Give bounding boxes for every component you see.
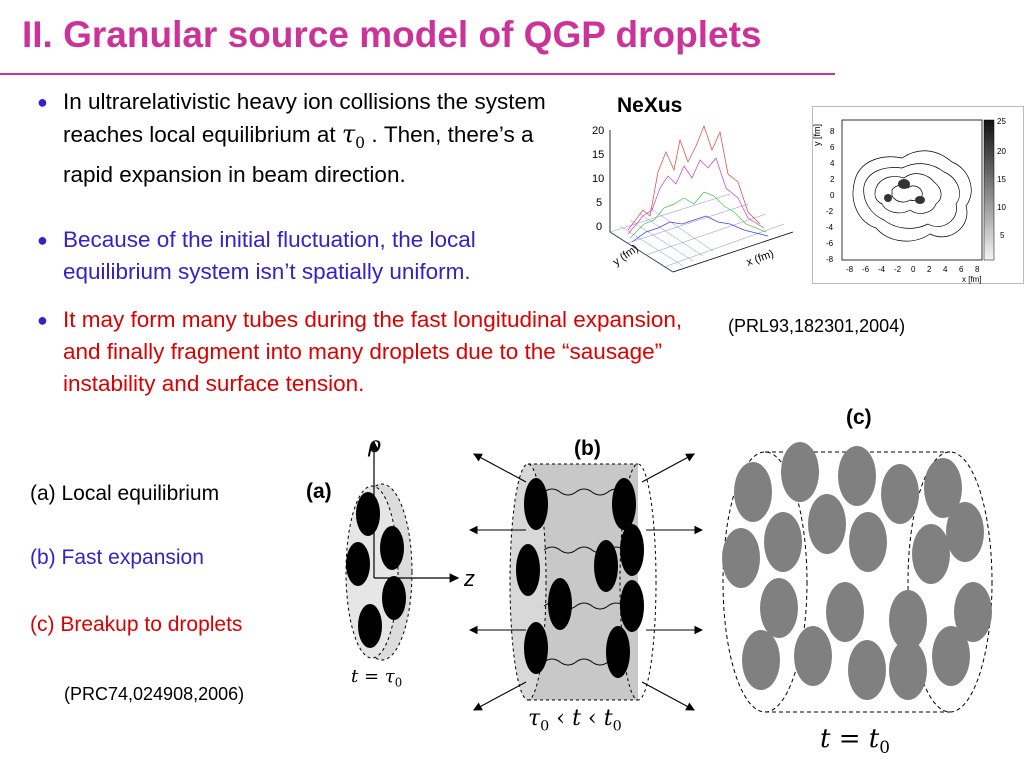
svg-text:8: 8 bbox=[975, 265, 980, 274]
bullet-1-text-before: In ultrarelativistic heavy ion collision… bbox=[63, 89, 546, 147]
bullet-1: ● In ultrarelativistic heavy ion collisi… bbox=[37, 86, 563, 191]
svg-text:-8: -8 bbox=[846, 265, 854, 274]
panel-c-droplets bbox=[722, 442, 992, 700]
z-label: z bbox=[463, 566, 475, 591]
bullet-3: ● It may form many tubes during the fast… bbox=[37, 304, 703, 400]
bullet-dot-icon: ● bbox=[37, 310, 48, 330]
nexus-surface-plot: 20 15 10 5 0 y (fm) x (fm) bbox=[592, 124, 794, 273]
svg-text:6: 6 bbox=[959, 265, 964, 274]
svg-text:5: 5 bbox=[1000, 231, 1005, 240]
panel-c-cylinder bbox=[722, 442, 993, 713]
svg-text:25: 25 bbox=[997, 117, 1006, 126]
droplet-diagram: ρ z bbox=[345, 433, 993, 713]
svg-text:20: 20 bbox=[997, 147, 1006, 156]
svg-text:-2: -2 bbox=[826, 207, 834, 216]
svg-text:-6: -6 bbox=[826, 239, 834, 248]
svg-text:6: 6 bbox=[830, 143, 835, 152]
svg-text:4: 4 bbox=[943, 265, 948, 274]
contour-y-label: y [fm] bbox=[812, 124, 822, 146]
tag-c: (c) bbox=[846, 406, 872, 429]
panel-a-droplets bbox=[346, 492, 406, 648]
svg-text:-6: -6 bbox=[862, 265, 870, 274]
panel-b-tube bbox=[468, 453, 704, 711]
title-underline bbox=[0, 73, 835, 75]
bullet-1-text-after: . Then, there’s a rapid expansion in bea… bbox=[63, 122, 534, 187]
svg-text:10: 10 bbox=[592, 173, 604, 185]
cond-c: t = t0 bbox=[820, 724, 890, 758]
contour-y-ticks: 8 6 4 2 0 -2 -4 -6 -8 bbox=[826, 127, 835, 264]
svg-text:0: 0 bbox=[911, 265, 916, 274]
bullet-2: ● Because of the initial fluctuation, th… bbox=[37, 224, 563, 288]
legend-c: (c) Breakup to droplets bbox=[30, 613, 243, 636]
panel-b-droplets bbox=[516, 478, 644, 678]
rho-label: ρ bbox=[367, 433, 381, 458]
bullet-dot-icon: ● bbox=[37, 230, 48, 250]
bullet-2-text: Because of the initial fluctuation, the … bbox=[63, 227, 476, 284]
cond-a: t = τ0 bbox=[351, 666, 403, 690]
svg-text:-4: -4 bbox=[878, 265, 886, 274]
svg-text:15: 15 bbox=[997, 175, 1006, 184]
svg-text:0: 0 bbox=[596, 221, 602, 233]
bullet-1-math: τ0 bbox=[341, 120, 366, 152]
surface-y-label: y (fm) bbox=[611, 243, 641, 269]
tag-b: (b) bbox=[574, 437, 601, 460]
panel-b-arrows bbox=[468, 453, 704, 711]
contour-x-label: x [fm] bbox=[962, 275, 982, 284]
svg-text:0: 0 bbox=[830, 191, 835, 200]
svg-text:8: 8 bbox=[830, 127, 835, 136]
nexus-contour-plot: y [fm] 8 6 4 2 0 -2 -4 -6 -8 -8 -6 -4 -2… bbox=[812, 106, 1024, 284]
panel-a-disk bbox=[345, 440, 460, 661]
citation-prc: (PRC74,024908,2006) bbox=[64, 684, 245, 704]
citation-prl: (PRL93,182301,2004) bbox=[728, 316, 906, 336]
svg-text:10: 10 bbox=[997, 203, 1006, 212]
surface-z-ticks: 20 15 10 5 0 bbox=[592, 125, 604, 233]
svg-text:5: 5 bbox=[596, 197, 602, 209]
colorbar-ticks: 25 20 15 10 5 bbox=[997, 117, 1006, 240]
tag-a: (a) bbox=[306, 480, 332, 503]
svg-text:20: 20 bbox=[592, 125, 604, 137]
surface-x-label: x (fm) bbox=[745, 248, 776, 269]
svg-text:-4: -4 bbox=[826, 223, 834, 232]
svg-text:15: 15 bbox=[592, 149, 604, 161]
svg-text:4: 4 bbox=[830, 159, 835, 168]
bullet-3-text: It may form many tubes during the fast l… bbox=[63, 307, 683, 396]
slide-title: II. Granular source model of QGP droplet… bbox=[22, 14, 762, 55]
svg-text:-8: -8 bbox=[826, 255, 834, 264]
nexus-label: NeXus bbox=[617, 94, 683, 117]
contour-x-ticks: -8 -6 -4 -2 0 2 4 6 8 bbox=[846, 265, 980, 274]
bullet-dot-icon: ● bbox=[37, 92, 48, 112]
contour-colorbar bbox=[983, 119, 995, 261]
legend-b: (b) Fast expansion bbox=[30, 546, 204, 569]
cond-b: τ0 ‹ t ‹ t0 bbox=[528, 706, 622, 735]
svg-text:2: 2 bbox=[830, 175, 835, 184]
svg-text:2: 2 bbox=[927, 265, 932, 274]
legend-a: (a) Local equilibrium bbox=[30, 482, 220, 505]
svg-text:-2: -2 bbox=[894, 265, 902, 274]
